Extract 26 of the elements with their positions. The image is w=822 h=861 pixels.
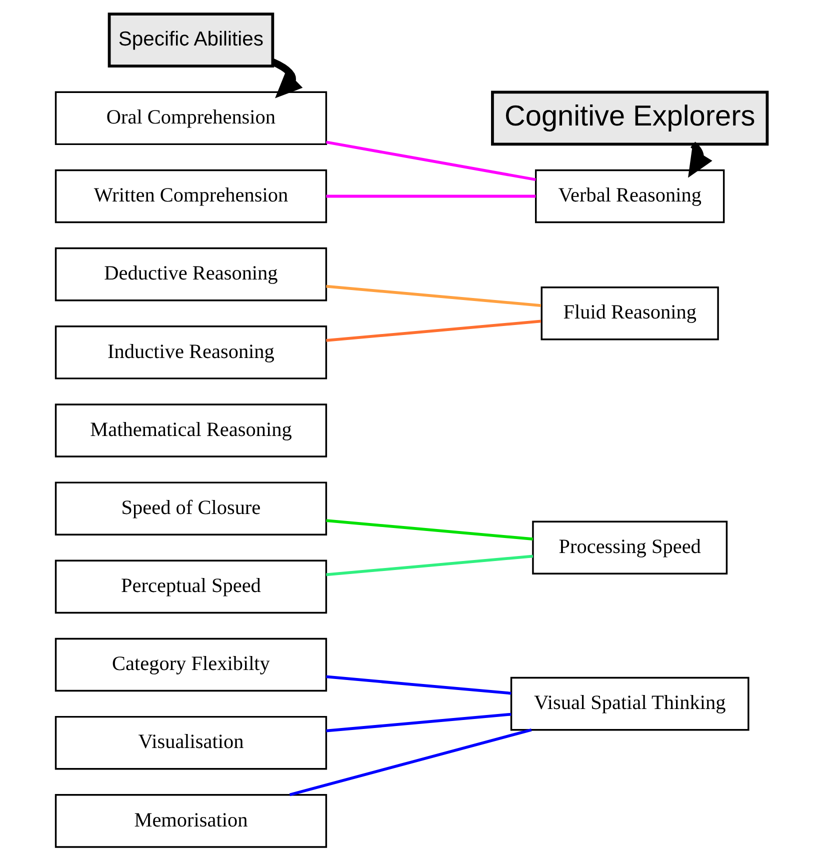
node-box: Visual Spatial Thinking xyxy=(510,676,749,731)
connector xyxy=(326,194,536,198)
node-box: Processing Speed xyxy=(532,520,728,575)
node-box: Mathematical Reasoning xyxy=(54,404,327,458)
connector xyxy=(326,284,541,307)
connector xyxy=(288,728,532,796)
node-box: Cognitive Explorers xyxy=(490,90,768,146)
node-box: Written Comprehension xyxy=(54,169,327,224)
node-box: Fluid Reasoning xyxy=(540,286,718,340)
node-box: Oral Comprehension xyxy=(54,91,327,146)
connector xyxy=(326,675,511,695)
connector xyxy=(326,320,541,342)
node-box: Visualisation xyxy=(54,716,327,770)
connector xyxy=(325,140,536,182)
node-box: Perceptual Speed xyxy=(54,560,327,614)
arrow xyxy=(688,142,712,178)
node-box: Verbal Reasoning xyxy=(534,169,724,224)
node-box: Category Flexibilty xyxy=(54,638,327,692)
node-box: Deductive Reasoning xyxy=(54,247,327,302)
connector xyxy=(326,554,533,576)
connector xyxy=(326,712,511,732)
node-box: Specific Abilities xyxy=(107,12,274,68)
connector xyxy=(326,519,533,541)
node-box: Memorisation xyxy=(54,794,327,848)
node-box: Inductive Reasoning xyxy=(54,326,327,380)
node-box: Speed of Closure xyxy=(54,482,327,536)
